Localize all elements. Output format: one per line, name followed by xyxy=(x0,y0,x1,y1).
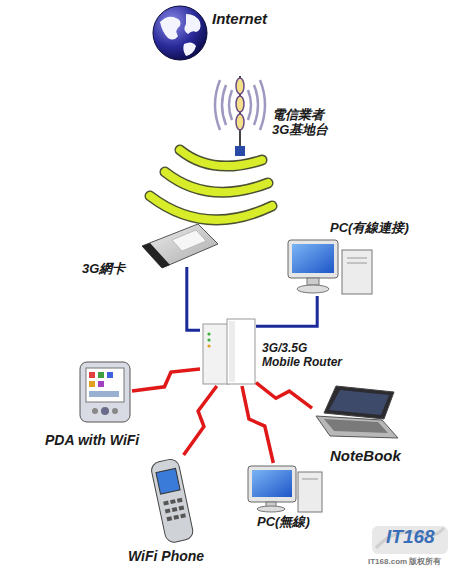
node-label: PDA with WiFi xyxy=(45,432,139,448)
node-label: WiFi Phone xyxy=(128,548,204,564)
tower-icon xyxy=(215,76,265,156)
wireless-bolt xyxy=(242,386,273,463)
cable-line xyxy=(187,267,200,330)
node-label: 電信業者 3G基地台 xyxy=(272,108,328,138)
wireless-pc-icon xyxy=(248,466,322,512)
internet-globe: Internet xyxy=(150,5,210,61)
notebook: NoteBook xyxy=(312,382,398,440)
wifi-phone: WiFi Phone xyxy=(150,455,192,543)
watermark-text: IT168.com 版权所有 xyxy=(368,558,441,567)
node-label: PC(有線連接) xyxy=(330,221,409,236)
watermark-logo-text: IT168 xyxy=(386,527,435,548)
node-label: NoteBook xyxy=(330,447,401,464)
wifi-phone-icon xyxy=(150,458,194,544)
node-label: 3G/3.5G Mobile Router xyxy=(262,342,345,370)
node-label: 3G網卡 xyxy=(82,262,125,277)
desktop-pc-icon xyxy=(288,240,372,294)
wireless-bolt xyxy=(184,386,217,455)
notebook-icon xyxy=(316,386,398,438)
wireless-bolt xyxy=(256,383,312,409)
pda-device: PDA with WiFi xyxy=(76,360,132,422)
globe-icon xyxy=(153,6,207,60)
base-station-tower: 電信業者 3G基地台 xyxy=(215,70,265,160)
pc-card-icon xyxy=(142,224,218,268)
mobile-router: 3G/3.5G Mobile Router xyxy=(200,318,256,386)
cable-line xyxy=(256,296,317,326)
wireless-pc: PC(無線) xyxy=(246,463,324,513)
node-label: Internet xyxy=(212,10,267,27)
radio-waves xyxy=(150,150,272,220)
watermark-logo xyxy=(372,526,448,554)
wireless-bolt xyxy=(132,369,200,391)
wired-pc: PC(有線連接) xyxy=(285,238,377,296)
node-label: PC(無線) xyxy=(257,515,310,530)
network-card: 3G網卡 xyxy=(140,225,218,267)
router-icon xyxy=(203,319,255,384)
pda-icon xyxy=(80,362,130,422)
